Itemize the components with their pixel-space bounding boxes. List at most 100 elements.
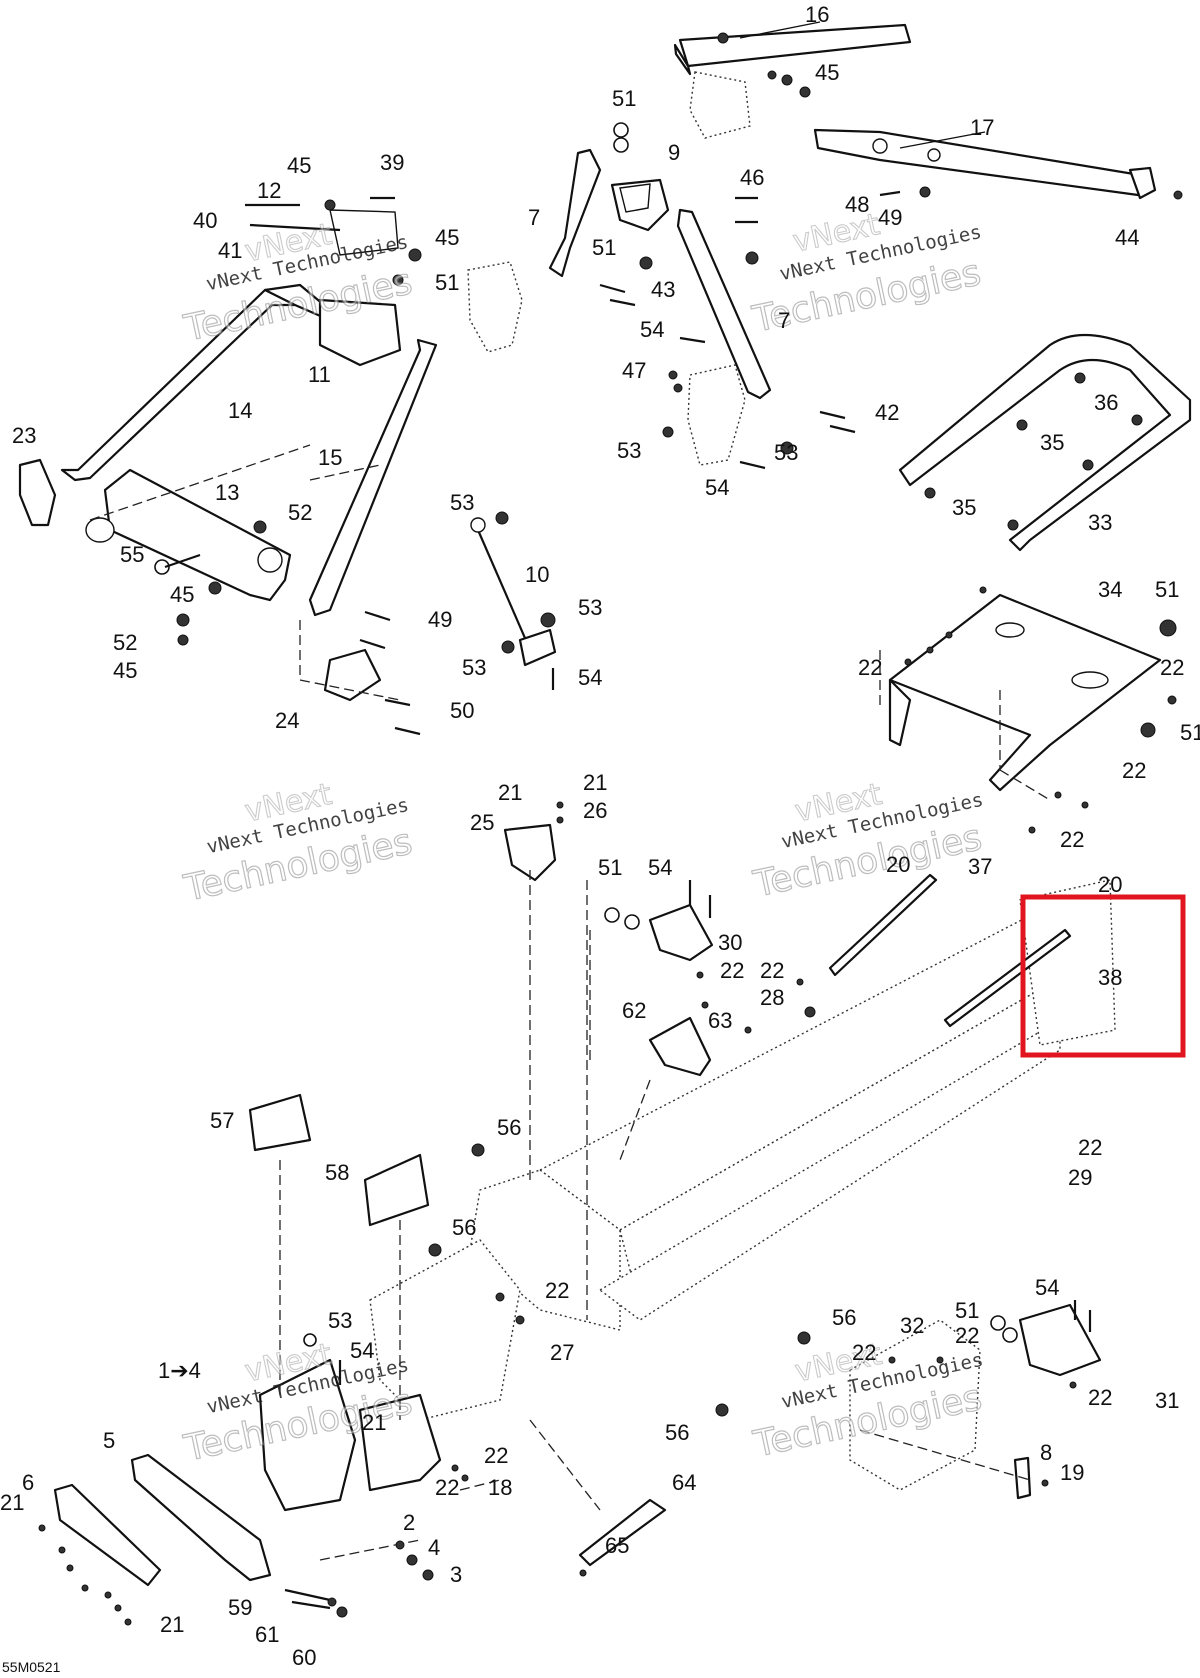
part-7-support-bars: [548, 148, 772, 400]
callout: 58: [325, 1160, 349, 1185]
callout: 30: [718, 930, 742, 955]
part-25-bracket: [503, 823, 557, 882]
part-9-bracket: [610, 178, 670, 232]
callout: 22: [858, 655, 882, 680]
svg-text:vNext: vNext: [242, 777, 335, 830]
callout: 21: [498, 780, 522, 805]
callout: 51: [1155, 577, 1179, 602]
part-57-pad: [248, 1093, 312, 1152]
callout: 46: [740, 165, 764, 190]
callout: 33: [1088, 510, 1112, 535]
callout: 52: [113, 630, 137, 655]
callout: 53: [450, 490, 474, 515]
callout: 44: [1115, 225, 1139, 250]
callout: 34: [1098, 577, 1122, 602]
callout: 28: [760, 985, 784, 1010]
callout: 7: [778, 308, 790, 333]
assembly-leader-lines: [89, 444, 1051, 1561]
callout: 51: [598, 855, 622, 880]
callout: 1➔4: [158, 1358, 201, 1383]
callout: 55: [120, 542, 144, 567]
part-34-tunnel-plate: [888, 593, 1162, 792]
callout: 49: [428, 607, 452, 632]
callout: 54: [578, 665, 602, 690]
callout: 61: [255, 1622, 279, 1647]
part-24-bracket: [323, 648, 382, 702]
callout: 52: [288, 500, 312, 525]
callout: 22: [760, 958, 784, 983]
figure-code: 55M0521: [2, 1659, 61, 1675]
callout: 29: [1068, 1165, 1092, 1190]
watermark-middle-right: vNext vNext Technologies Technologies: [749, 776, 986, 906]
part-23-left-bracket: [18, 458, 57, 527]
callout: 25: [470, 810, 494, 835]
callout: 22: [955, 1323, 979, 1348]
callout: 41: [218, 238, 242, 263]
callout: 51: [955, 1298, 979, 1323]
callout: 35: [1040, 430, 1064, 455]
callout: 17: [970, 115, 994, 140]
callout: 47: [622, 358, 646, 383]
callout: 39: [380, 150, 404, 175]
callout: 65: [605, 1533, 629, 1558]
callout: 35: [952, 495, 976, 520]
callout: 14: [228, 398, 252, 423]
svg-text:vNext: vNext: [242, 217, 335, 270]
part-6-front-bracket: [53, 1483, 162, 1587]
part-17-rear-rail: [813, 128, 1157, 200]
part-13-cross-member: [85, 468, 292, 602]
callout: 64: [672, 1470, 696, 1495]
callout: 59: [228, 1595, 252, 1620]
callout: 53: [774, 440, 798, 465]
callout: 5: [103, 1428, 115, 1453]
callout: 53: [578, 595, 602, 620]
bushings-51-top: [613, 122, 653, 270]
callout: 51: [592, 235, 616, 260]
callout: 4: [428, 1535, 440, 1560]
callout: 31: [1155, 1388, 1179, 1413]
callout: 36: [1094, 390, 1118, 415]
callout: 54: [648, 855, 672, 880]
callout: 54: [705, 475, 729, 500]
callout: 22: [720, 958, 744, 983]
callout: 51: [612, 86, 636, 111]
callout: 63: [708, 1008, 732, 1033]
callout: 32: [900, 1313, 924, 1338]
part-62-bracket: [648, 1016, 712, 1077]
callout: 13: [215, 480, 239, 505]
part-64-skid: [578, 1498, 667, 1567]
callout: 42: [875, 400, 899, 425]
callout: 53: [462, 655, 486, 680]
callout: 26: [583, 798, 607, 823]
callout: 56: [832, 1305, 856, 1330]
callout: 22: [545, 1278, 569, 1303]
fasteners: [38, 70, 1183, 1626]
callout: 50: [450, 698, 474, 723]
callout: 21: [583, 770, 607, 795]
callout: 15: [318, 445, 342, 470]
callout: 40: [193, 208, 217, 233]
callout: 51: [435, 270, 459, 295]
callout: 27: [550, 1340, 574, 1365]
callout: 53: [617, 438, 641, 463]
callout: 45: [170, 582, 194, 607]
callout: 21: [160, 1612, 184, 1637]
part-31-bracket: [1018, 1303, 1102, 1377]
dotted-bracket-left: [467, 261, 746, 466]
callout: 21: [362, 1410, 386, 1435]
callout: 19: [1060, 1460, 1084, 1485]
watermark-middle-left: vNext vNext Technologies Technologies: [179, 776, 416, 910]
callout: 56: [665, 1420, 689, 1445]
callout: 16: [805, 2, 829, 27]
callout: 45: [287, 153, 311, 178]
callout: 43: [651, 277, 675, 302]
part-5-front-bracket: [130, 1453, 272, 1582]
callout: 7: [528, 205, 540, 230]
callout: 45: [435, 225, 459, 250]
callout: 54: [640, 317, 664, 342]
callout: 22: [1160, 655, 1184, 680]
part-30-bracket: [648, 903, 714, 962]
callout: 6: [22, 1470, 34, 1495]
callout: 20: [886, 852, 910, 877]
